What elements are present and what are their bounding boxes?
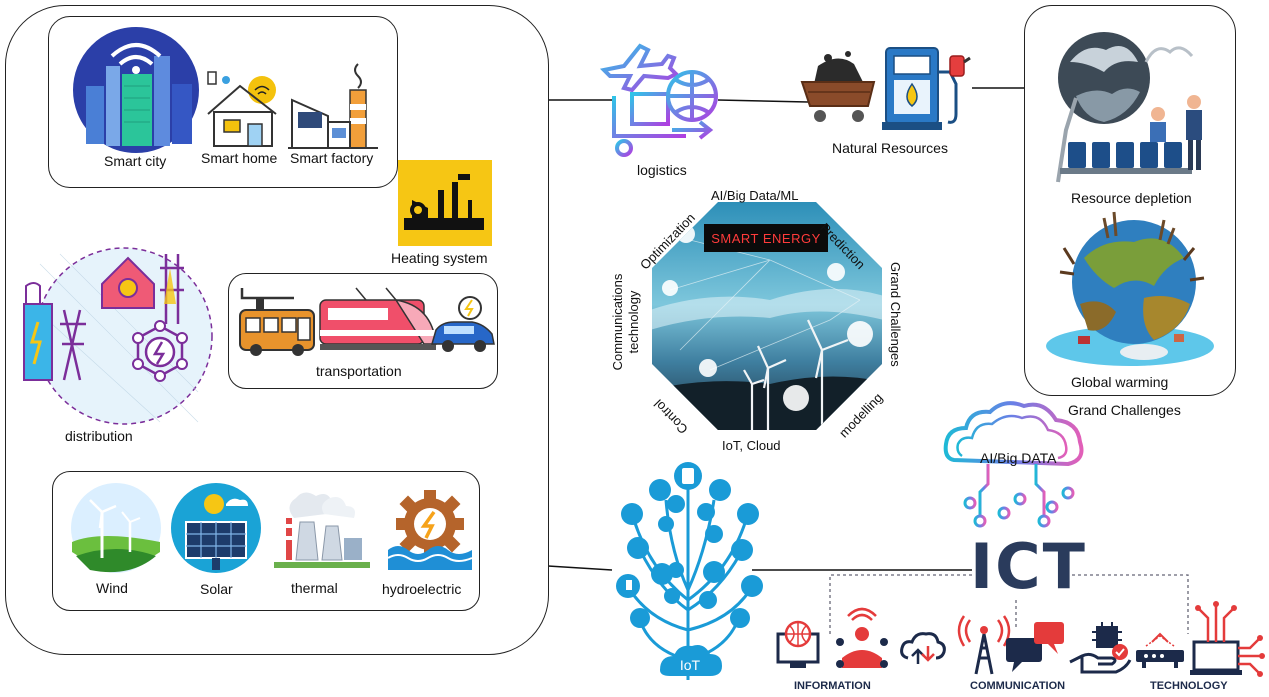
router-icon	[1136, 632, 1184, 668]
transportation-label: transportation	[316, 363, 402, 379]
logistics-icon	[599, 43, 718, 157]
transportation-icon	[239, 287, 495, 356]
smart-home-label: Smart home	[201, 150, 278, 166]
heating-system-icon	[398, 160, 492, 246]
heating-system-label: Heating system	[391, 250, 488, 266]
grand-challenges-label: Grand Challenges	[1068, 402, 1181, 418]
smart-city-label: Smart city	[104, 153, 167, 169]
iot-label: IoT	[680, 657, 701, 673]
global-warming-icon	[1046, 211, 1214, 366]
hand-chip-icon	[1069, 622, 1132, 674]
logistics-label: logistics	[637, 162, 687, 178]
cloud-transfer-icon	[900, 632, 946, 664]
global-warming-label: Global warming	[1071, 374, 1169, 390]
resource-depletion-icon	[1056, 32, 1202, 183]
smart-energy-octagon: SMART ENERGY	[652, 202, 882, 430]
ring-label-ai-big-data-ml: AI/Big Data/ML	[711, 188, 799, 203]
ai-big-data-cloud-icon	[943, 401, 1084, 528]
wind-icon	[71, 483, 161, 573]
iot-tree-icon: IoT	[616, 462, 763, 680]
ai-big-data-label: AI/Big DATA	[980, 450, 1057, 466]
information-label: INFORMATION	[794, 680, 871, 692]
communication-label: COMMUNICATION	[970, 680, 1066, 692]
natural-resources-label: Natural Resources	[832, 140, 948, 156]
smart-factory-label: Smart factory	[290, 150, 374, 166]
smart-city-icon	[73, 27, 199, 153]
technology-label: TECHNOLOGY	[1150, 680, 1228, 692]
hydroelectric-icon	[387, 490, 473, 570]
distribution-label: distribution	[65, 428, 133, 444]
thermal-label: thermal	[291, 580, 338, 596]
smart-home-icon	[207, 71, 277, 147]
smart-energy-title: SMART ENERGY	[711, 231, 821, 246]
wind-label: Wind	[96, 580, 128, 596]
ring-label-iot-cloud: IoT, Cloud	[722, 438, 781, 453]
thermal-icon	[274, 492, 370, 568]
communication-icon-group	[957, 615, 1064, 675]
hydroelectric-label: hydroelectric	[382, 581, 462, 597]
solar-label: Solar	[200, 581, 233, 597]
information-icon-group	[776, 607, 888, 668]
smart-factory-icon	[288, 63, 378, 149]
solar-icon	[171, 483, 261, 573]
natural-resources-icon	[800, 47, 971, 130]
ring-label-grand-challenges: Grand Challenges	[888, 262, 903, 367]
ict-title: ICT	[970, 530, 1087, 603]
distribution-icon	[23, 247, 213, 425]
ring-label-communications-technology: Communications technology	[610, 273, 641, 371]
resource-depletion-label: Resource depletion	[1071, 190, 1192, 206]
technology-icon-group	[1190, 601, 1265, 677]
